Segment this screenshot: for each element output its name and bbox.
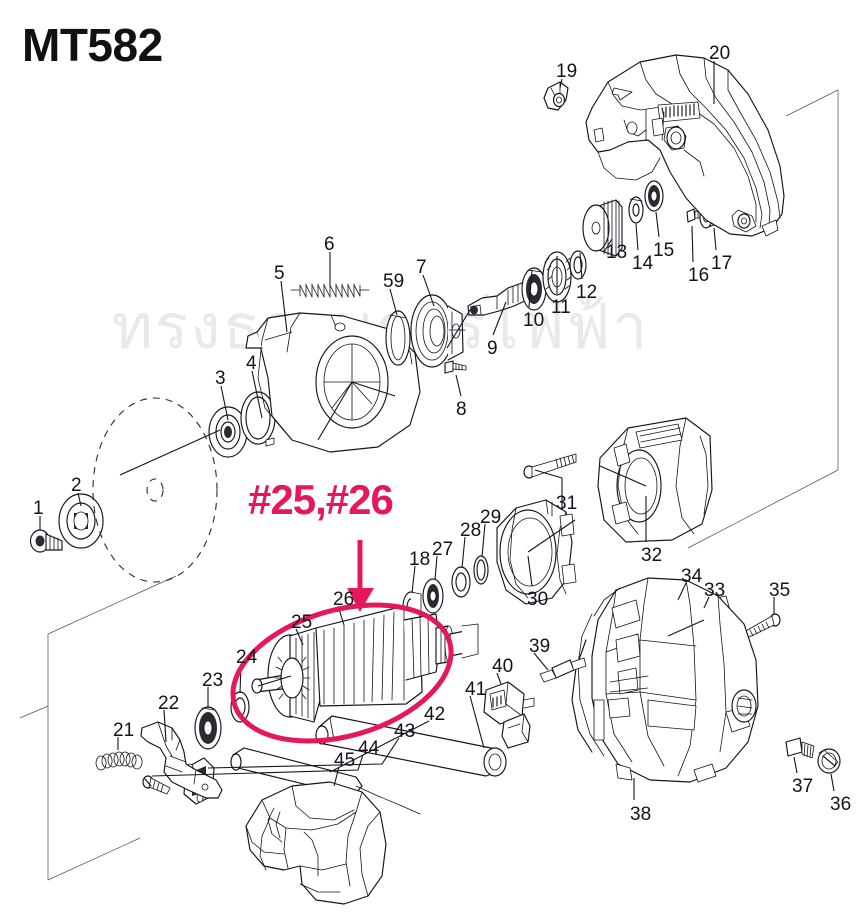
callout-number-26: 26	[333, 589, 355, 610]
callout-number-31: 31	[556, 493, 578, 514]
part-37-carbon-brush	[785, 737, 815, 759]
callout-number-42: 42	[424, 704, 446, 725]
saw-blade-outline	[92, 397, 218, 583]
callout-number-2: 2	[71, 475, 82, 496]
part-32-field-stator	[597, 417, 713, 543]
callout-number-35: 35	[769, 580, 791, 601]
callout-number-14: 14	[632, 253, 654, 274]
part-22-lever-arm	[140, 721, 223, 799]
page-title: MT582	[22, 19, 163, 71]
callout-number-1: 1	[33, 498, 44, 519]
part-29-o-ring	[473, 555, 489, 585]
callout-number-20: 20	[709, 43, 731, 64]
callout-number-19: 19	[556, 61, 578, 82]
part-40-switch	[483, 681, 535, 749]
part-13-spiral-bevel-gear	[582, 199, 623, 257]
part-45-handle-cover	[245, 781, 387, 905]
callout-number-29: 29	[480, 507, 502, 528]
callout-number-40: 40	[492, 656, 514, 677]
callout-number-5: 5	[274, 263, 285, 284]
callout-number-16: 16	[688, 265, 710, 286]
part-3-inner-flange	[208, 406, 248, 458]
callout-number-8: 8	[456, 399, 467, 420]
annotation-arrow	[347, 540, 374, 612]
callout-number-3: 3	[215, 368, 226, 389]
isometric-frame	[19, 89, 839, 881]
callout-number-22: 22	[158, 693, 180, 714]
callout-number-34: 34	[681, 566, 703, 587]
callout-number-32: 32	[641, 545, 663, 566]
part-39-terminal	[539, 657, 587, 683]
annotation-highlight-ellipse	[230, 602, 454, 744]
part-27-ball-bearing	[422, 578, 444, 614]
callout-number-28: 28	[460, 520, 482, 541]
callout-number-59: 59	[383, 271, 405, 292]
part-28-flat-washer	[451, 566, 471, 598]
callout-number-45: 45	[334, 750, 356, 771]
part-2-outer-flange	[58, 493, 104, 549]
callout-number-7: 7	[416, 257, 427, 278]
callout-number-39: 39	[529, 636, 551, 657]
callout-number-6: 6	[324, 234, 335, 255]
callout-number-30: 30	[527, 589, 549, 610]
annotation-label: #25,#26	[248, 476, 394, 523]
callout-number-9: 9	[487, 338, 498, 359]
part-59-retaining-ring	[385, 310, 411, 366]
callout-number-15: 15	[653, 240, 675, 261]
part-8-pan-head-screw	[444, 360, 467, 374]
callout-number-11: 11	[551, 297, 571, 318]
callout-number-37: 37	[792, 776, 814, 797]
part-15-ball-bearing	[644, 180, 664, 212]
callout-number-25: 25	[291, 612, 313, 633]
part-30-bearing-box-cover	[496, 499, 577, 605]
callout-number-33: 33	[704, 580, 726, 601]
part-44-screw	[142, 775, 171, 795]
callout-number-12: 12	[576, 282, 598, 303]
part-19-lock-lever	[543, 81, 569, 111]
part-14-flat-washer	[628, 196, 644, 224]
callout-number-10: 10	[523, 310, 545, 331]
callout-number-43: 43	[394, 721, 416, 742]
callout-number-4: 4	[246, 353, 257, 374]
callout-number-23: 23	[202, 670, 224, 691]
part-6-torsion-spring	[290, 283, 370, 298]
callout-number-24: 24	[236, 647, 258, 668]
part-36-brush-holder-cap	[817, 748, 841, 774]
callout-number-44: 44	[358, 738, 380, 759]
callout-number-38: 38	[630, 804, 652, 825]
callout-number-21: 21	[113, 720, 135, 741]
part-31-long-screw	[523, 453, 577, 479]
part-21-compression-spring	[95, 751, 143, 771]
callout-number-41: 41	[465, 679, 487, 700]
callout-number-13: 13	[606, 242, 628, 263]
part-38-motor-housing	[571, 577, 759, 783]
callout-number-36: 36	[830, 794, 852, 815]
callout-number-18: 18	[409, 549, 431, 570]
callout-number-17: 17	[711, 253, 733, 274]
part-20-blade-guard-housing	[585, 54, 785, 237]
callout-number-27: 27	[432, 539, 454, 560]
